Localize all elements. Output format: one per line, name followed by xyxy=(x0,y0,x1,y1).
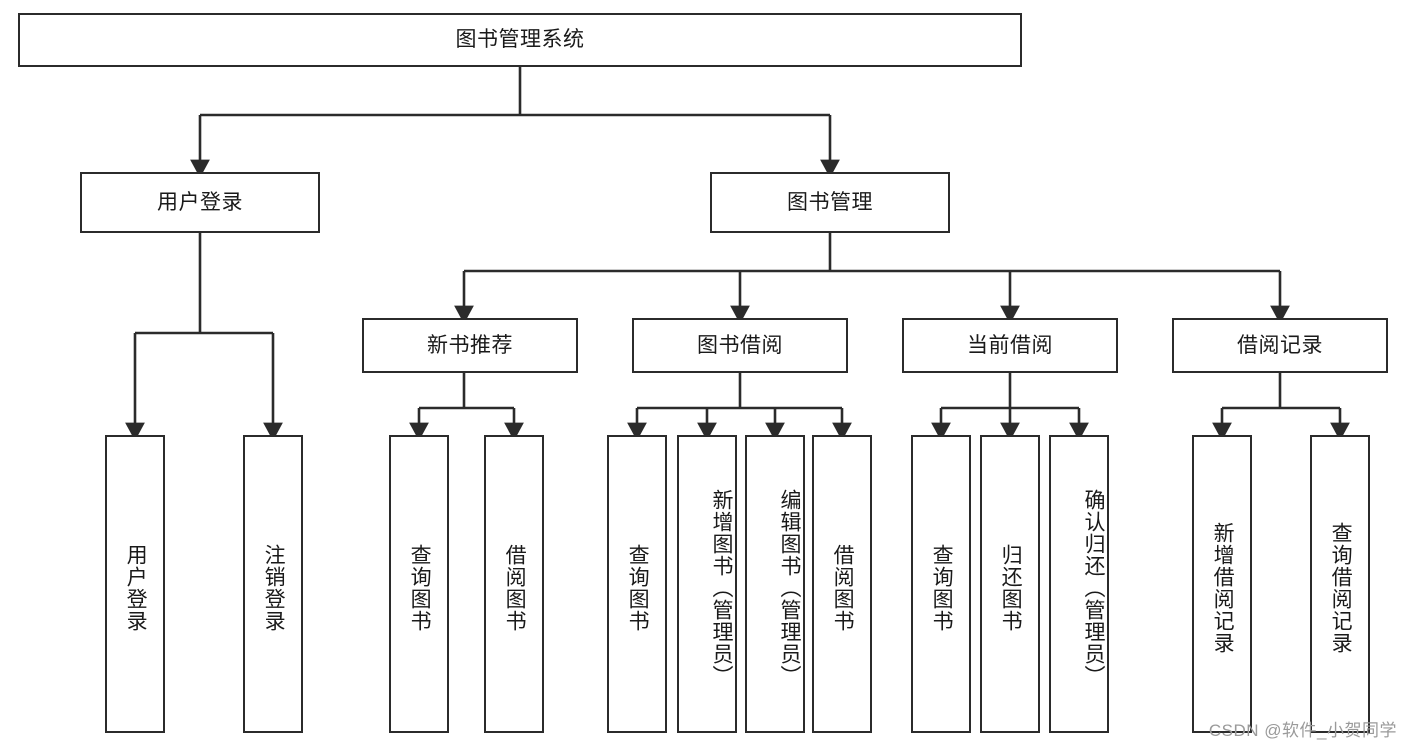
leaf-user-login-signin[interactable]: 用户登录 xyxy=(105,435,165,733)
node-book-borrow[interactable]: 图书借阅 xyxy=(632,318,848,373)
node-current-borrow[interactable]: 当前借阅 xyxy=(902,318,1118,373)
node-book-management[interactable]: 图书管理 xyxy=(710,172,950,233)
leaf-borrow-record-query-record[interactable]: 查询借阅记录 xyxy=(1310,435,1370,733)
leaf-new-book-query-books[interactable]: 查询图书 xyxy=(389,435,449,733)
node-new-book-recommend[interactable]: 新书推荐 xyxy=(362,318,578,373)
leaf-user-login-signout[interactable]: 注销登录 xyxy=(243,435,303,733)
node-borrow-record[interactable]: 借阅记录 xyxy=(1172,318,1388,373)
leaf-current-borrow-confirm-return-admin[interactable]: 确认归还（管理员） xyxy=(1049,435,1109,733)
node-root-book-management-system[interactable]: 图书管理系统 xyxy=(18,13,1022,67)
leaf-current-borrow-return-books[interactable]: 归还图书 xyxy=(980,435,1040,733)
node-user-login[interactable]: 用户登录 xyxy=(80,172,320,233)
leaf-borrow-record-add-record[interactable]: 新增借阅记录 xyxy=(1192,435,1252,733)
leaf-book-borrow-edit-book-admin[interactable]: 编辑图书（管理员） xyxy=(745,435,805,733)
leaf-book-borrow-add-book-admin[interactable]: 新增图书（管理员） xyxy=(677,435,737,733)
leaf-new-book-borrow-books[interactable]: 借阅图书 xyxy=(484,435,544,733)
leaf-current-borrow-query-books[interactable]: 查询图书 xyxy=(911,435,971,733)
leaf-book-borrow-borrow-books[interactable]: 借阅图书 xyxy=(812,435,872,733)
leaf-book-borrow-query-books[interactable]: 查询图书 xyxy=(607,435,667,733)
